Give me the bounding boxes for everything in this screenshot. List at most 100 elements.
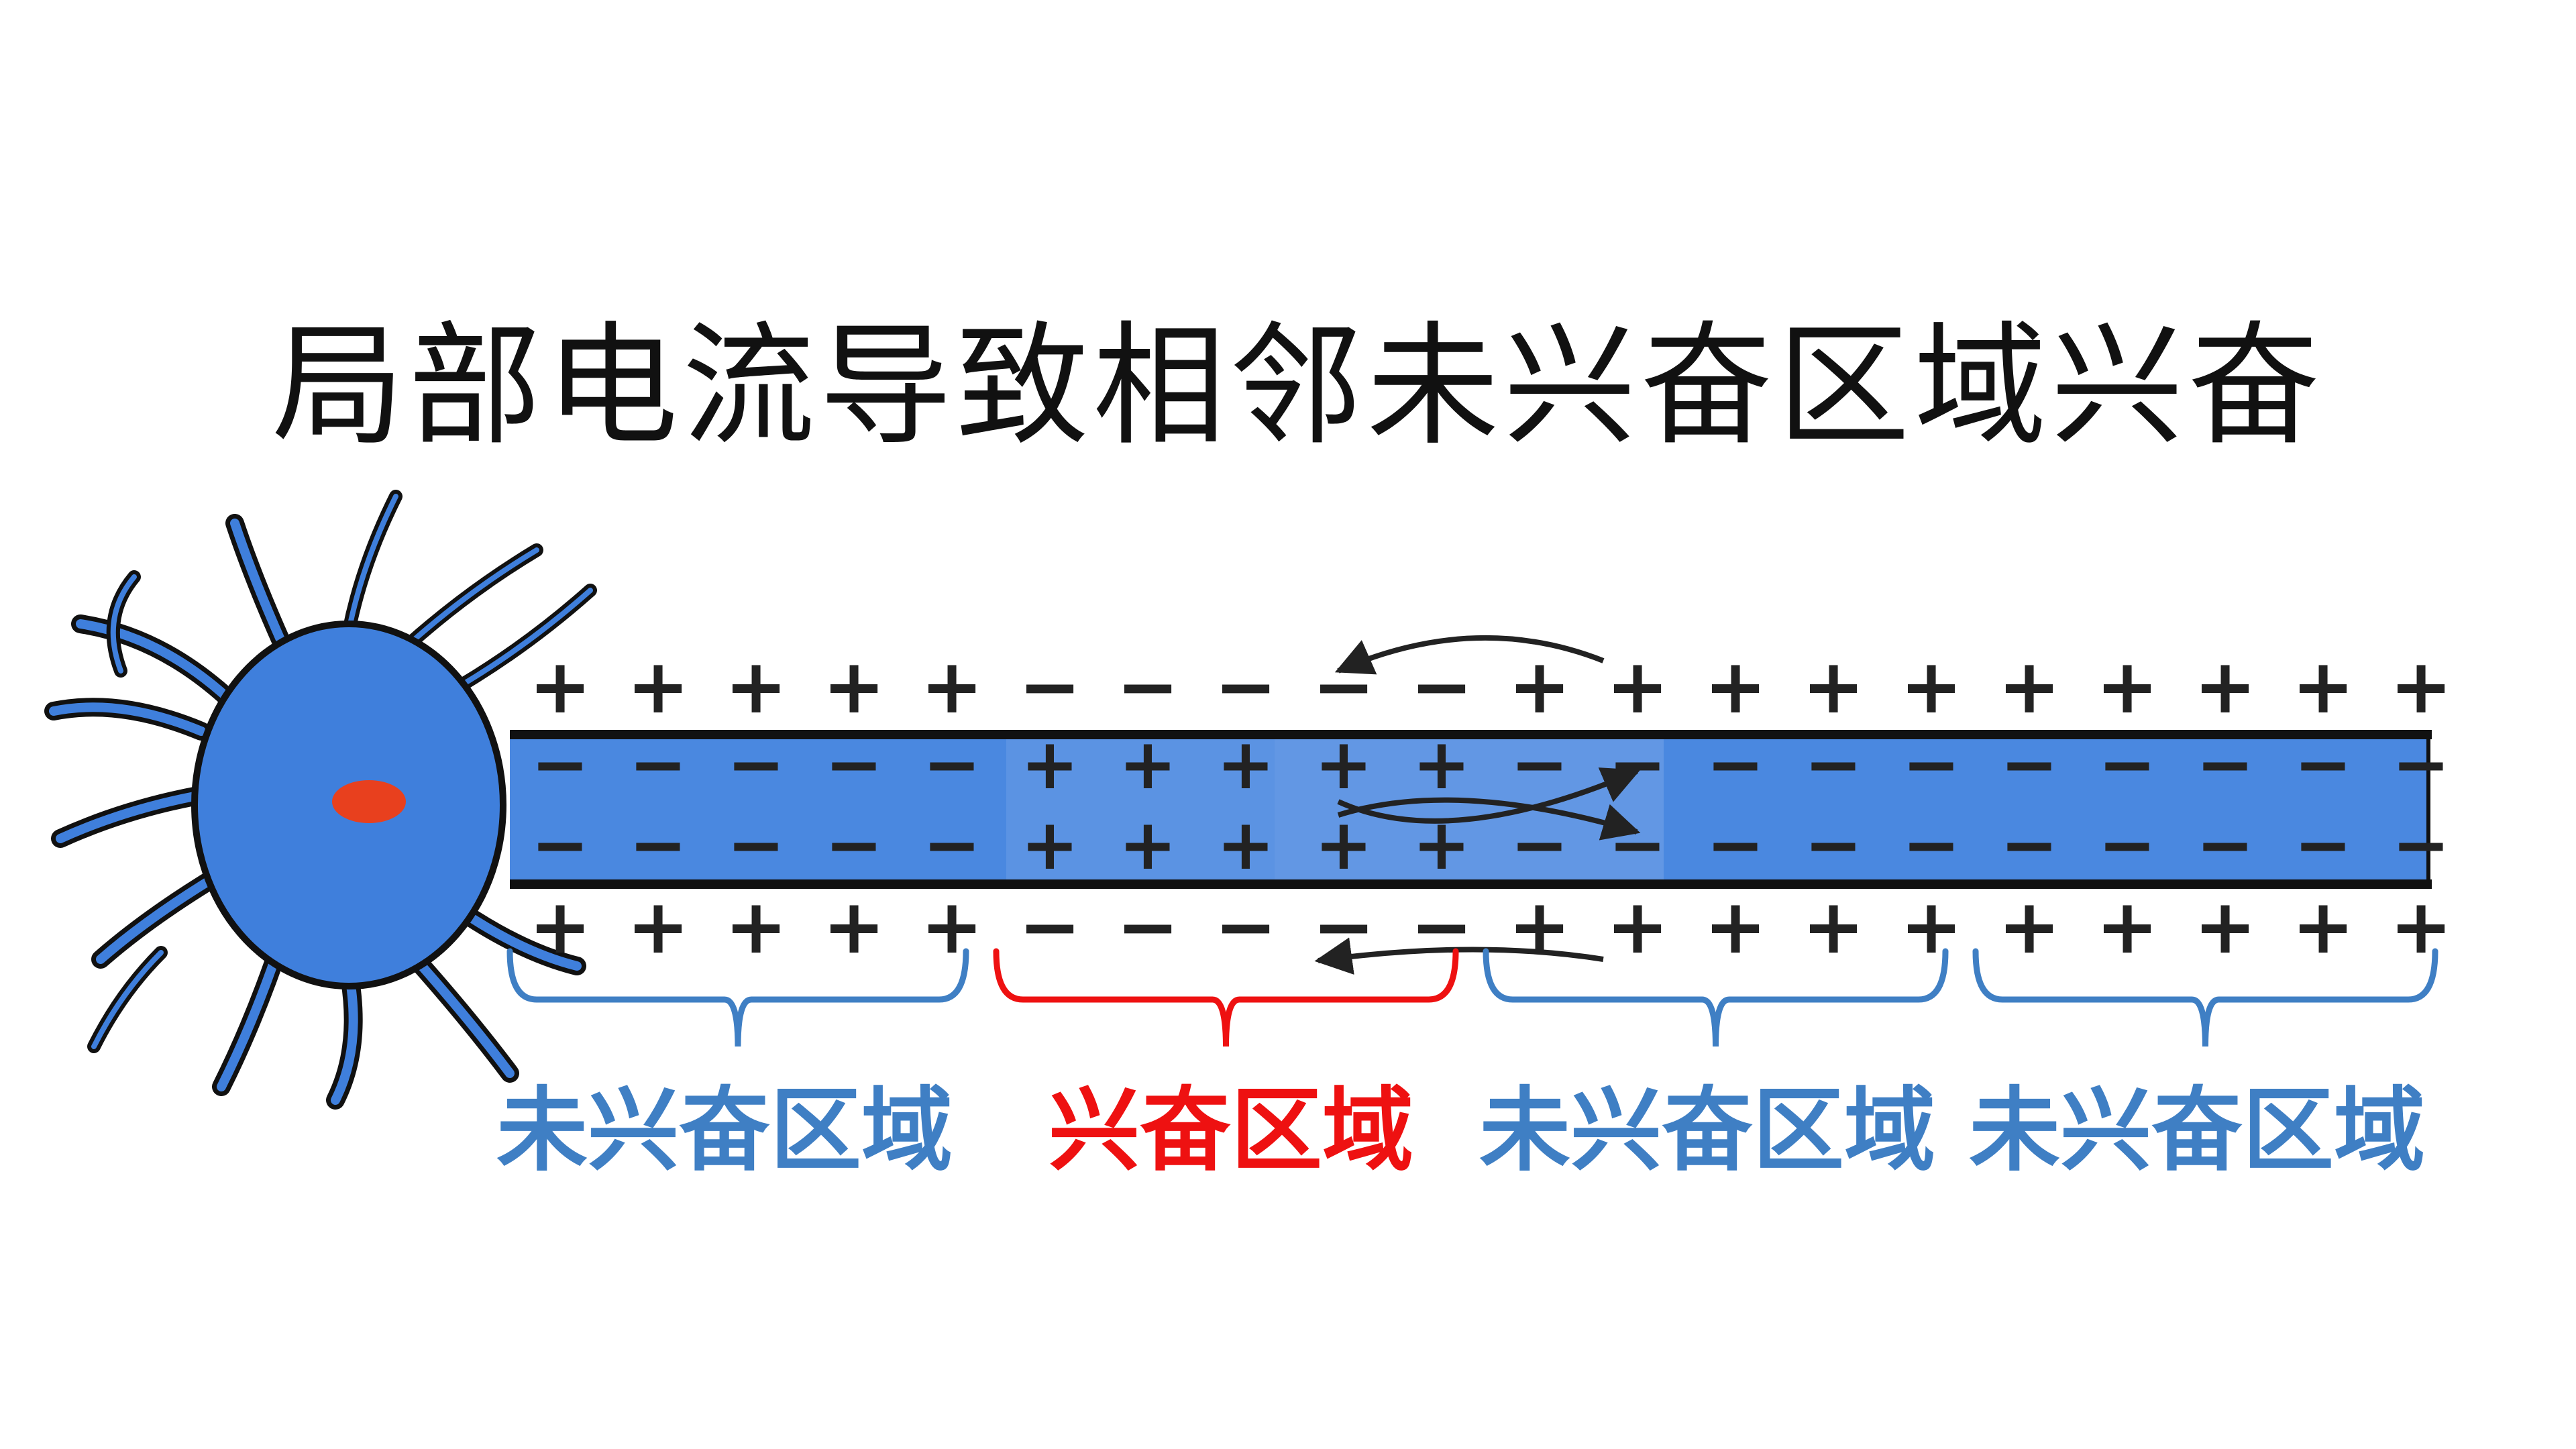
negative-charge: − (1706, 723, 1764, 805)
dendrite-branch-fill (460, 588, 593, 687)
positive-charge: + (1118, 804, 1177, 885)
negative-charge: − (1410, 643, 1473, 731)
negative-charge: − (1510, 723, 1568, 805)
positive-charge: + (1412, 804, 1470, 885)
neuron-soma (44, 490, 597, 1110)
negative-charge: − (1214, 883, 1277, 971)
positive-charge: + (1314, 723, 1373, 805)
dendrite-branch-fill (407, 547, 539, 647)
negative-charge: − (824, 804, 883, 885)
positive-charge: + (1216, 804, 1275, 885)
positive-charge: + (2390, 643, 2453, 731)
positive-charge: + (2390, 883, 2453, 971)
negative-charge: − (2000, 804, 2058, 885)
negative-charge: − (2000, 723, 2058, 805)
negative-charge: − (1706, 804, 1764, 885)
outer-current-arrow-top (1334, 635, 1605, 675)
dendrite-branch-fill (76, 619, 246, 716)
nucleus-icon (332, 780, 406, 823)
region-braces (506, 948, 2438, 1047)
positive-charge: + (822, 883, 885, 971)
dendrite-branch-fill (458, 908, 582, 971)
positive-charge: + (1802, 643, 1865, 731)
inner-current-arrow-lower (1337, 767, 1641, 824)
negative-charge: − (1018, 643, 1081, 731)
region-label-3: 未兴奋区域 (1479, 1078, 1935, 1184)
dendrite-branch-fill (411, 955, 515, 1078)
positive-charge: + (724, 643, 788, 731)
dendrite-branch-fill (91, 950, 164, 1049)
positive-charge: + (1020, 804, 1079, 885)
positive-charge: + (627, 643, 690, 731)
negative-charge: − (629, 804, 687, 885)
positive-charge: + (1998, 643, 2061, 731)
positive-charge: + (529, 643, 592, 731)
positive-charge: + (920, 883, 983, 971)
dendrite-branch (71, 614, 251, 720)
positive-charge: + (2194, 883, 2257, 971)
region-label-4: 未兴奋区域 (1969, 1078, 2425, 1184)
positive-charge: + (1508, 883, 1571, 971)
positive-charge: + (822, 643, 885, 731)
negative-charge: − (1018, 883, 1081, 971)
negative-charge: − (2392, 804, 2450, 885)
positive-charge: + (2096, 883, 2159, 971)
negative-charge: − (1116, 883, 1179, 971)
positive-charge: + (1704, 883, 1767, 971)
positive-charge: + (2292, 643, 2355, 731)
positive-charge: + (1998, 883, 2061, 971)
dendrite-branch-fill (346, 494, 398, 633)
positive-charge: + (2292, 883, 2355, 971)
region-brace (1483, 948, 1949, 1047)
positive-charge: + (724, 883, 788, 971)
positive-charge: + (1118, 723, 1177, 805)
positive-charge: + (1802, 883, 1865, 971)
negative-charge: − (2294, 804, 2352, 885)
negative-charge: − (1608, 723, 1666, 805)
negative-charge: − (1902, 723, 1960, 805)
negative-charge: − (2196, 723, 2254, 805)
negative-charge: − (1410, 883, 1473, 971)
negative-charge: − (1214, 643, 1277, 731)
inner-current-arrow-upper (1337, 797, 1641, 841)
positive-charge: + (1900, 643, 1963, 731)
negative-charge: − (1804, 804, 1862, 885)
negative-charge: − (1312, 643, 1375, 731)
region-brace (506, 948, 969, 1047)
negative-charge: − (531, 723, 589, 805)
negative-charge: − (2294, 723, 2352, 805)
positive-charge: + (1314, 804, 1373, 885)
positive-charge: + (1704, 643, 1767, 731)
negative-charge: − (1116, 643, 1179, 731)
negative-charge: − (531, 804, 589, 885)
negative-charge: − (1608, 804, 1666, 885)
negative-charge: − (2098, 723, 2156, 805)
positive-charge: + (1412, 723, 1470, 805)
region-label-2: 兴奋区域 (1049, 1078, 1413, 1184)
negative-charge: − (727, 723, 785, 805)
positive-charge: + (529, 883, 592, 971)
negative-charge: − (1510, 804, 1568, 885)
dendrite-branch-fill (230, 519, 293, 662)
negative-charge: − (2392, 723, 2450, 805)
positive-charge: + (1606, 643, 1669, 731)
axon-excited-segment (1006, 735, 1275, 885)
diagram-title: 局部电流导致相邻未兴奋区域兴奋 (272, 309, 2324, 464)
outer-current-arrow-bottom (1314, 937, 1604, 975)
positive-charge: + (920, 643, 983, 731)
negative-charge: − (1902, 804, 1960, 885)
region-brace (1972, 948, 2438, 1047)
positive-charge: + (627, 883, 690, 971)
negative-charge: − (2098, 804, 2156, 885)
region-brace (993, 948, 1459, 1047)
dendrite-branch-fill (110, 574, 137, 674)
positive-charge: + (1020, 723, 1079, 805)
negative-charge: − (824, 723, 883, 805)
positive-charge: + (2096, 643, 2159, 731)
negative-charge: − (1804, 723, 1862, 805)
axon-excited-segment-2 (1275, 735, 1664, 885)
negative-charge: − (922, 804, 981, 885)
negative-charge: − (922, 723, 981, 805)
region-label-1: 未兴奋区域 (496, 1078, 953, 1184)
